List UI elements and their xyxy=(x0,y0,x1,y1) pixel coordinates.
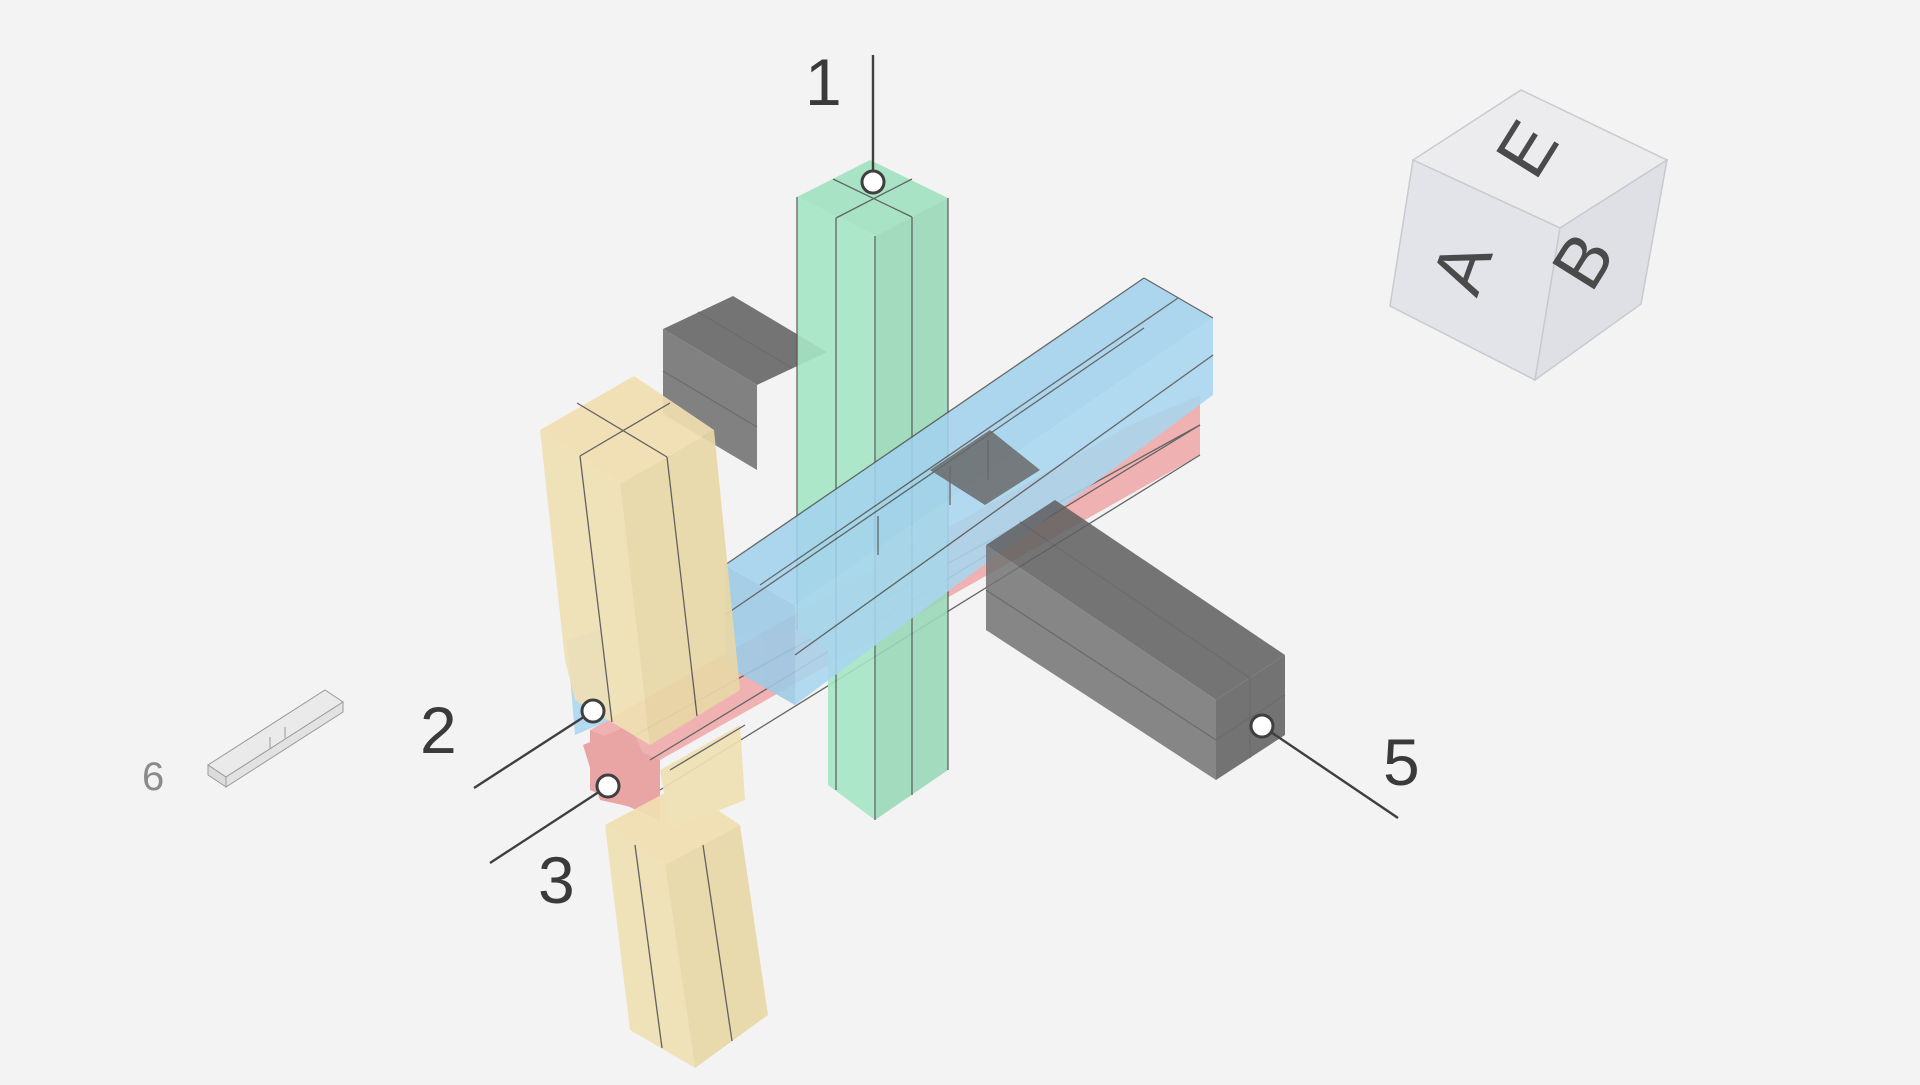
callout-3-anchor[interactable] xyxy=(595,773,621,799)
part-5-back-segment[interactable] xyxy=(662,296,827,470)
callout-3: 3 xyxy=(489,773,621,917)
callout-6: 6 xyxy=(142,755,164,799)
callout-2-label: 2 xyxy=(420,693,457,767)
view-cube-right-face[interactable] xyxy=(1533,158,1669,382)
part-5-grey-bar[interactable] xyxy=(930,430,1286,780)
part-4-yellow-post-upper[interactable] xyxy=(540,376,740,745)
callout-1-anchor[interactable] xyxy=(860,169,886,195)
callout-5-label: 5 xyxy=(1383,725,1420,799)
callout-6-label: 6 xyxy=(142,755,164,799)
callout-5-anchor[interactable] xyxy=(1249,713,1275,739)
callout-2: 2 xyxy=(420,693,606,790)
callout-5: 5 xyxy=(1249,713,1420,819)
callout-3-label: 3 xyxy=(538,843,575,917)
callout-1: 1 xyxy=(805,45,886,195)
part-6-small-thumbnail[interactable] xyxy=(207,689,344,788)
part-4-yellow-post-lower[interactable] xyxy=(605,724,768,1068)
callout-1-label: 1 xyxy=(805,45,842,119)
callout-2-anchor[interactable] xyxy=(580,698,606,724)
part-2-blue-bar[interactable] xyxy=(567,277,1214,735)
view-cube[interactable]: E A B xyxy=(1389,89,1669,382)
